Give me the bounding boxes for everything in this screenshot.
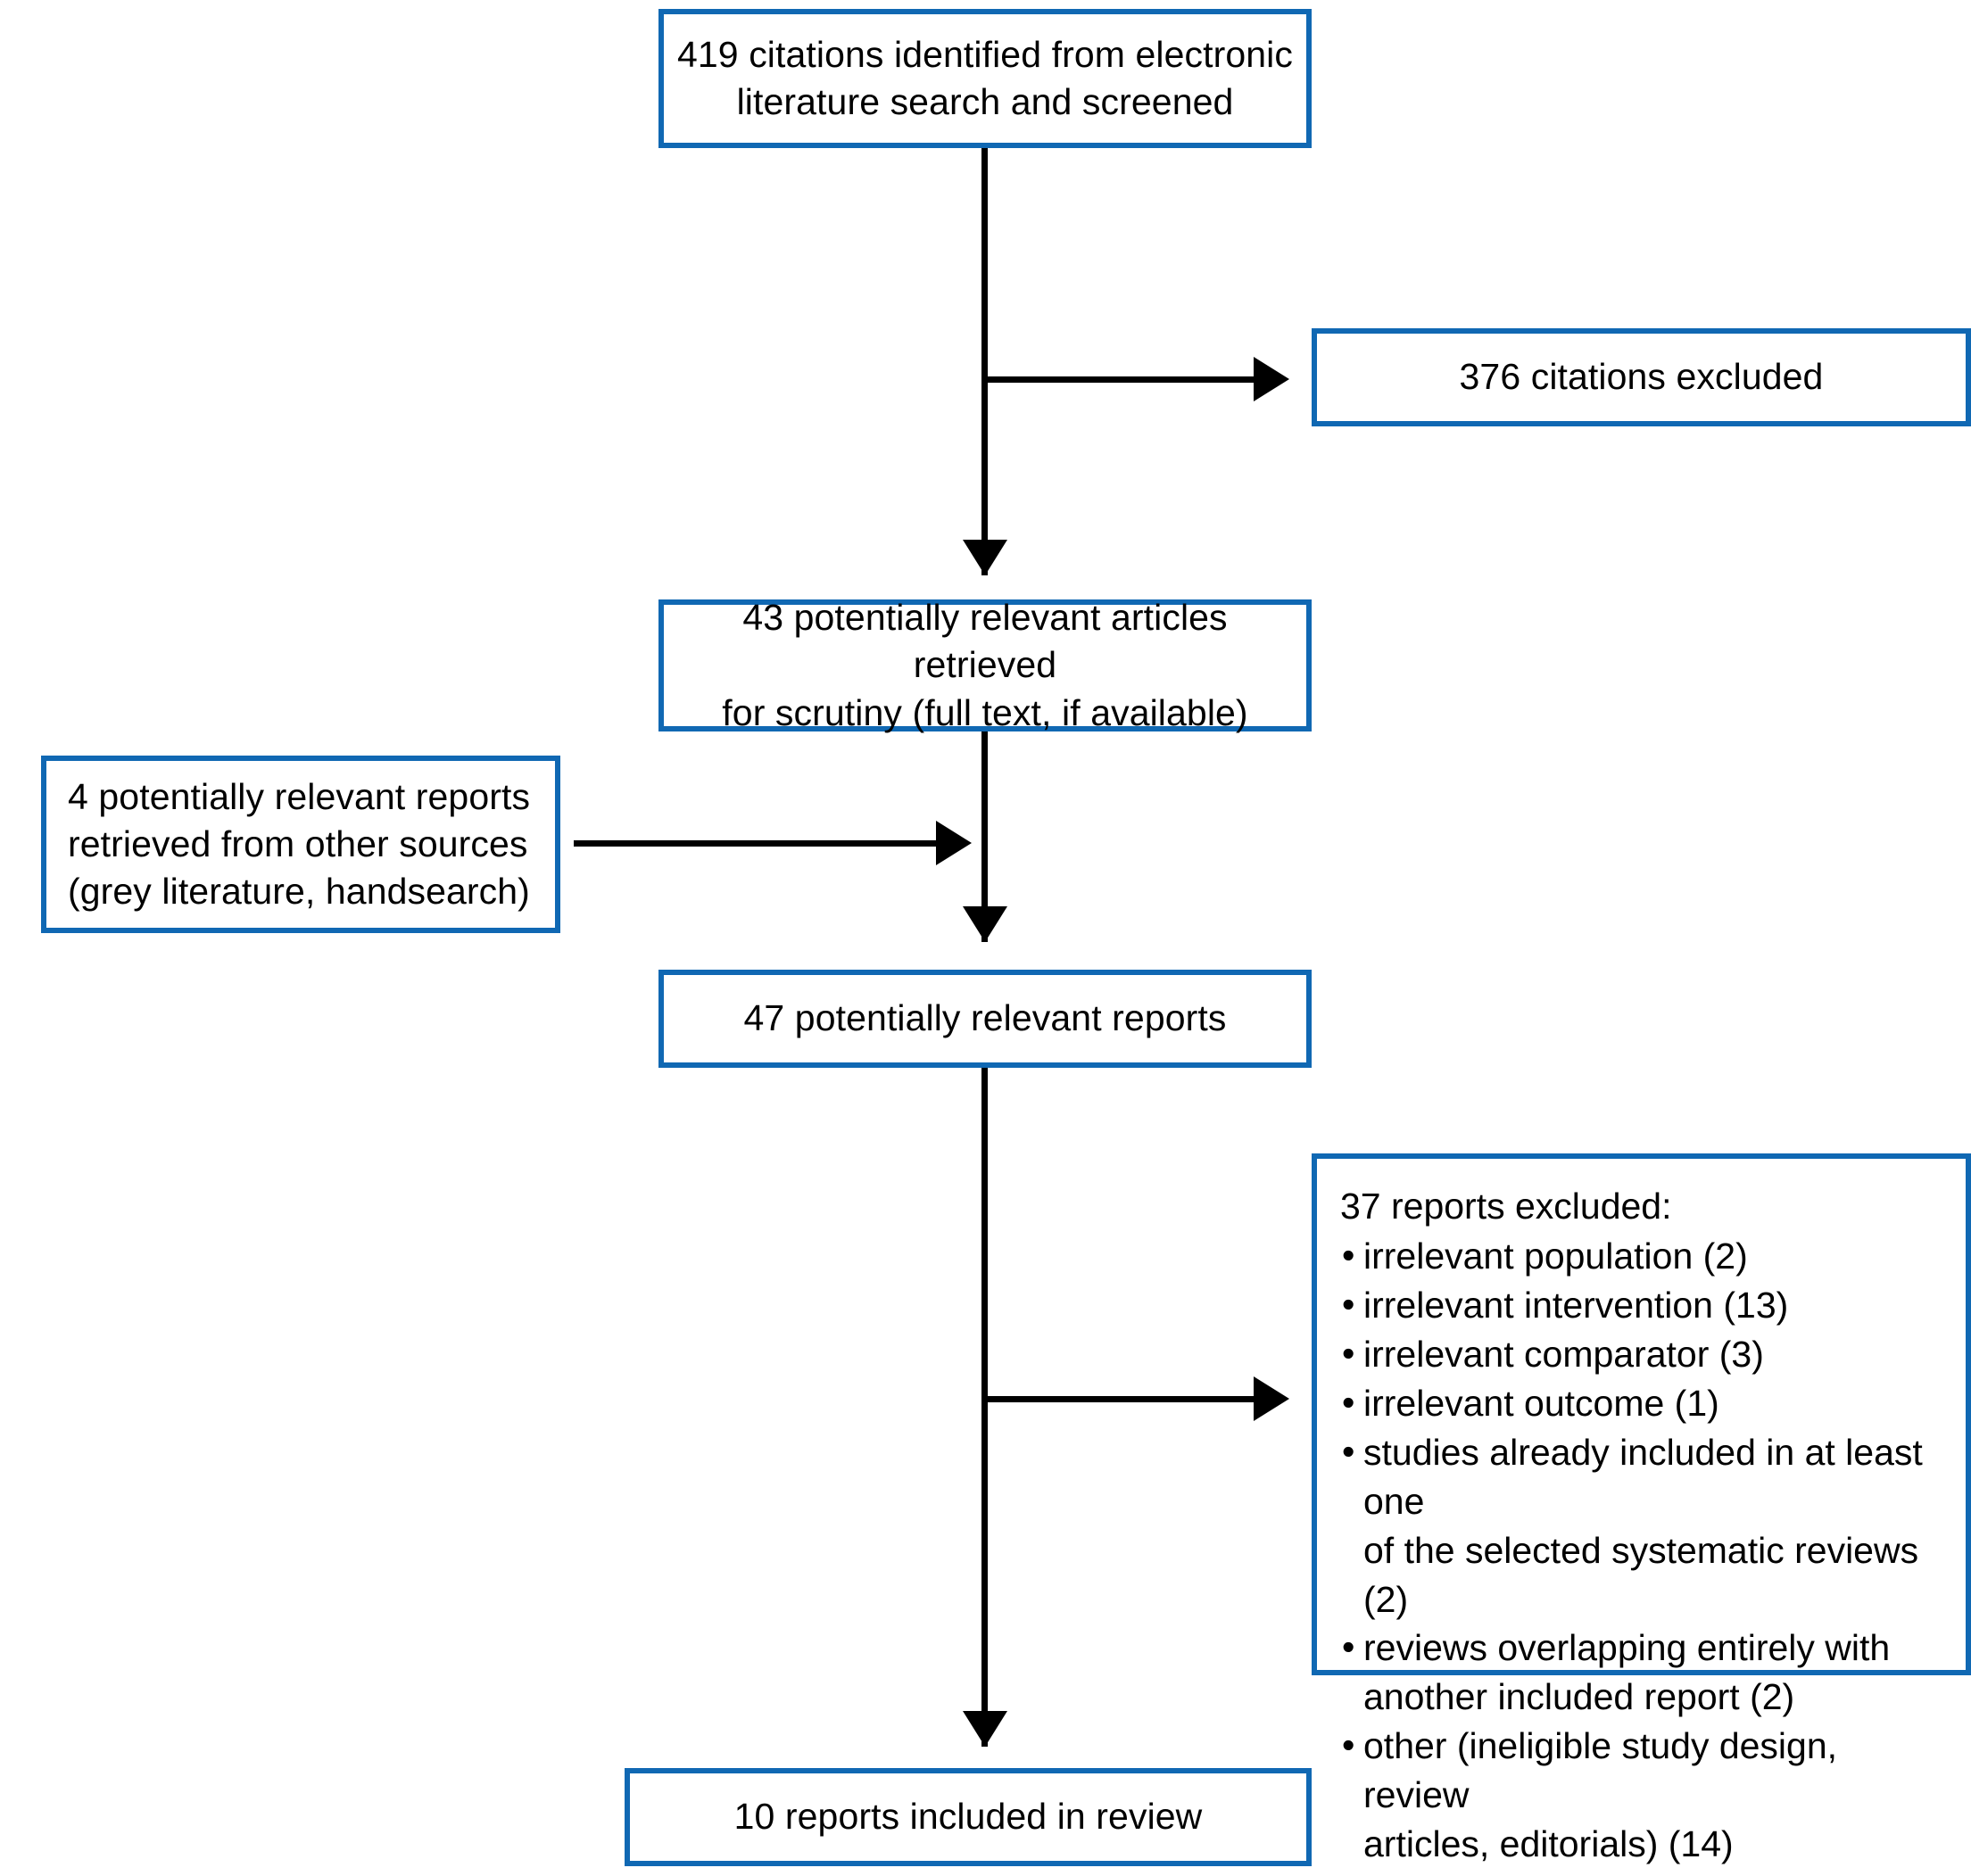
box-reports-included: 10 reports included in review xyxy=(625,1768,1312,1866)
arrowhead-right-into-trunk xyxy=(936,821,972,865)
list-item-label: irrelevant outcome (1) xyxy=(1363,1382,1719,1424)
box-articles-retrieved-text: 43 potentially relevant articles retriev… xyxy=(722,597,1248,733)
bullet-icon: • xyxy=(1342,1626,1355,1668)
list-item: • irrelevant population (2) xyxy=(1340,1232,1946,1281)
reports-excluded-title: 37 reports excluded: xyxy=(1340,1186,1672,1227)
arrowhead-down-to-retrieved xyxy=(963,540,1007,575)
arrowhead-down-to-included xyxy=(963,1711,1007,1747)
list-item-label: other (ineligible study design, review a… xyxy=(1363,1725,1838,1865)
list-item-label: reviews overlapping entirely with anothe… xyxy=(1363,1627,1891,1718)
list-item-label: studies already included in at least one… xyxy=(1363,1431,1923,1620)
box-citations-identified: 419 citations identified from electronic… xyxy=(658,9,1312,148)
connector-to-citations-excluded xyxy=(981,376,1256,383)
box-other-sources: 4 potentially relevant reports retrieved… xyxy=(41,756,560,933)
box-relevant-reports: 47 potentially relevant reports xyxy=(658,970,1312,1068)
bullet-icon: • xyxy=(1342,1332,1355,1374)
bullet-icon: • xyxy=(1342,1381,1355,1423)
list-item-label: irrelevant comparator (3) xyxy=(1363,1333,1764,1375)
box-other-sources-text: 4 potentially relevant reports retrieved… xyxy=(68,775,531,913)
bullet-icon: • xyxy=(1342,1283,1355,1325)
box-citations-excluded: 376 citations excluded xyxy=(1312,328,1971,426)
bullet-icon: • xyxy=(1342,1430,1355,1472)
box-reports-excluded: 37 reports excluded: • irrelevant popula… xyxy=(1312,1153,1971,1864)
list-item-label: irrelevant intervention (13) xyxy=(1363,1284,1789,1326)
connector-to-reports-excluded xyxy=(981,1396,1256,1402)
box-relevant-reports-text: 47 potentially relevant reports xyxy=(743,997,1227,1039)
connector-identified-to-retrieved xyxy=(981,148,988,575)
box-reports-included-text: 10 reports included in review xyxy=(733,1796,1203,1838)
arrowhead-right-to-reports-excluded xyxy=(1254,1376,1289,1421)
box-citations-excluded-text: 376 citations excluded xyxy=(1459,356,1824,398)
box-citations-identified-text: 419 citations identified from electronic… xyxy=(677,33,1293,122)
connector-relevant-reports-to-included xyxy=(981,1068,988,1747)
list-item: • studies already included in at least o… xyxy=(1340,1428,1946,1624)
connector-other-sources-to-trunk xyxy=(574,840,940,847)
list-item: • reviews overlapping entirely with anot… xyxy=(1340,1624,1946,1722)
list-item: • irrelevant comparator (3) xyxy=(1340,1330,1946,1379)
bullet-icon: • xyxy=(1342,1234,1355,1276)
connector-retrieved-to-relevant-reports xyxy=(981,731,988,942)
reports-excluded-list: • irrelevant population (2) • irrelevant… xyxy=(1340,1232,1946,1869)
list-item: • other (ineligible study design, review… xyxy=(1340,1722,1946,1869)
arrowhead-down-to-relevant-reports xyxy=(963,906,1007,942)
arrowhead-right-to-citations-excluded xyxy=(1254,357,1289,401)
list-item: • irrelevant intervention (13) xyxy=(1340,1281,1946,1330)
list-item-label: irrelevant population (2) xyxy=(1363,1235,1748,1277)
box-articles-retrieved: 43 potentially relevant articles retriev… xyxy=(658,597,1312,733)
bullet-icon: • xyxy=(1342,1724,1355,1766)
list-item: • irrelevant outcome (1) xyxy=(1340,1379,1946,1428)
